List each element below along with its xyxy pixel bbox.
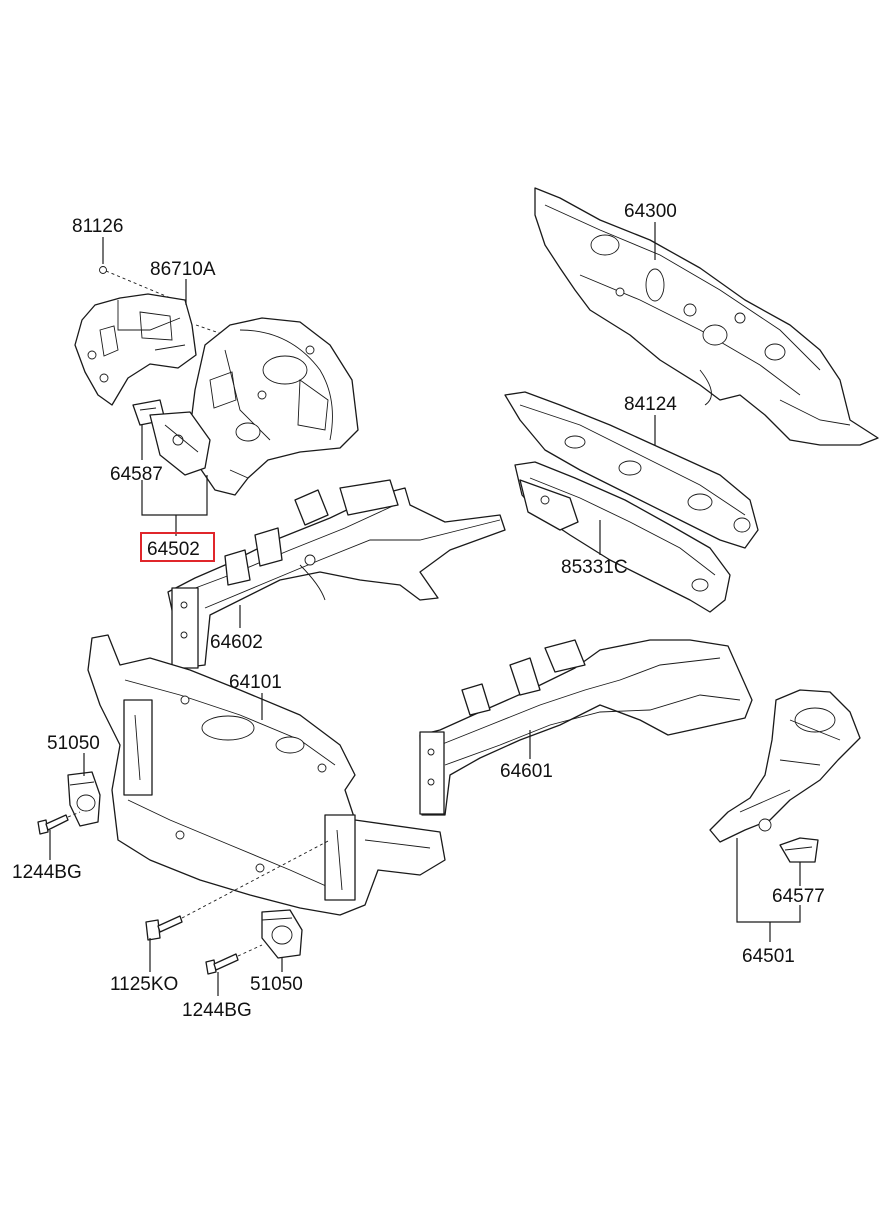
reinforcement-85331C[interactable] bbox=[514, 461, 731, 613]
insulator-86710A[interactable] bbox=[74, 293, 226, 406]
label-64300[interactable]: 64300 bbox=[624, 201, 677, 222]
label-81126[interactable]: 81126 bbox=[72, 216, 123, 237]
label-84124[interactable]: 84124 bbox=[624, 394, 677, 415]
bolt-1125KO[interactable] bbox=[145, 839, 331, 941]
side-member-64601[interactable] bbox=[419, 639, 753, 816]
lower-bracket-64502[interactable] bbox=[149, 411, 211, 476]
label-51050-left[interactable]: 51050 bbox=[47, 733, 100, 754]
label-1244BG-left[interactable]: 1244BG bbox=[12, 862, 82, 883]
label-64501[interactable]: 64501 bbox=[742, 946, 795, 967]
label-1125KO[interactable]: 1125KO bbox=[110, 974, 178, 995]
crossmember-84124[interactable] bbox=[504, 391, 759, 549]
label-1244BG-bottom[interactable]: 1244BG bbox=[182, 1000, 252, 1021]
bracket-64577[interactable] bbox=[779, 837, 819, 863]
fender-apron-64502[interactable] bbox=[189, 317, 359, 496]
label-64587[interactable]: 64587 bbox=[110, 464, 163, 485]
label-85331C[interactable]: 85331C bbox=[561, 557, 628, 578]
label-64502[interactable]: 64502 bbox=[147, 539, 200, 560]
bolt-1244BG-left[interactable] bbox=[37, 811, 81, 835]
label-64602[interactable]: 64602 bbox=[210, 632, 263, 653]
fender-apron-64501[interactable] bbox=[709, 689, 861, 843]
mount-51050-bottom[interactable] bbox=[261, 909, 303, 959]
selected-part-highlight bbox=[140, 532, 215, 562]
label-86710A[interactable]: 86710A bbox=[150, 259, 216, 280]
label-64601[interactable]: 64601 bbox=[500, 761, 553, 782]
side-member-64602[interactable] bbox=[167, 479, 506, 669]
label-64101[interactable]: 64101 bbox=[229, 672, 282, 693]
dash-panel-64300[interactable] bbox=[534, 187, 879, 446]
bolt-1244BG-bottom[interactable] bbox=[205, 944, 263, 975]
label-51050-bottom[interactable]: 51050 bbox=[250, 974, 303, 995]
label-64577[interactable]: 64577 bbox=[772, 886, 825, 907]
radiator-support-64101[interactable] bbox=[87, 634, 446, 916]
mount-51050-left[interactable] bbox=[67, 771, 101, 827]
